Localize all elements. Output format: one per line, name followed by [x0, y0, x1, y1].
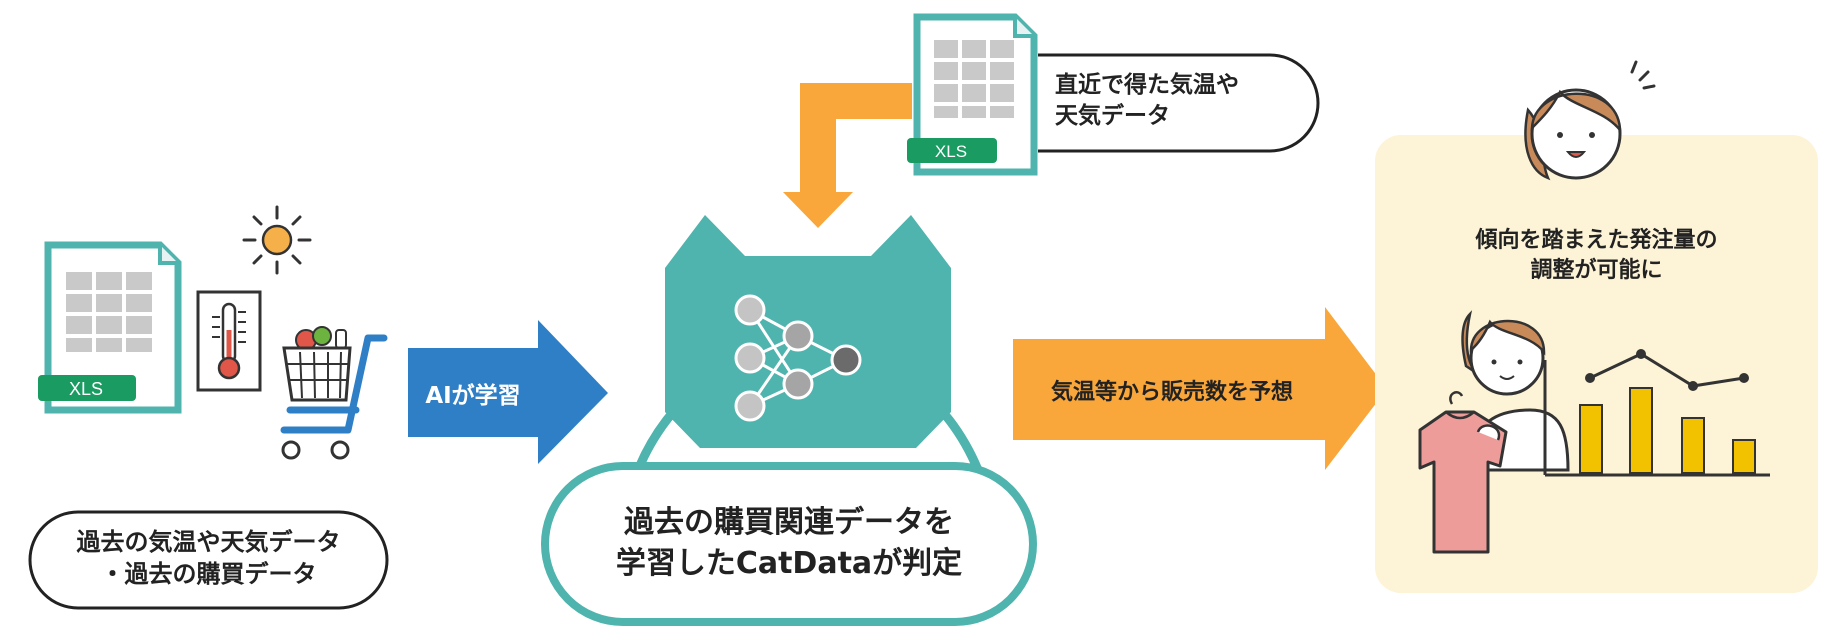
spreadsheet-icon-left	[38, 241, 182, 414]
left-caption-line1: 過去の気温や天気データ	[76, 528, 341, 556]
right-caption-line1: 傾向を踏まえた発注量の	[1475, 228, 1718, 253]
left-caption-line2: ・過去の購買データ	[100, 560, 317, 589]
xls-label-left: XLS	[69, 379, 103, 399]
center-caption-line2: 学習したCatDataが判定	[615, 545, 963, 581]
top-caption-line2: 天気データ	[1055, 103, 1170, 130]
neural-network-icon	[734, 294, 862, 422]
person-icon	[1524, 60, 1656, 181]
spreadsheet-icon-top	[907, 13, 1038, 176]
ai-learning-arrow	[408, 320, 608, 464]
right-caption-line2: 調整が可能に	[1530, 257, 1663, 283]
top-caption-line1: 直近で得た気温や	[1055, 72, 1239, 98]
prediction-arrow	[1013, 307, 1387, 470]
sun-icon	[242, 205, 312, 275]
left-caption: 過去の気温や天気データ ・過去の購買データ	[40, 526, 377, 591]
prediction-label: 気温等から販売数を予想	[1050, 380, 1293, 405]
top-caption-bubble	[1038, 53, 1320, 153]
shopping-cart-icon	[280, 326, 388, 460]
bar-chart-icon	[1543, 349, 1770, 477]
shirt-icon	[1418, 391, 1508, 554]
right-caption: 傾向を踏まえた発注量の 調整が可能に	[1395, 226, 1798, 285]
center-caption-bubble	[541, 462, 1037, 626]
thermometer-icon	[196, 290, 262, 392]
left-caption-bubble	[28, 510, 389, 610]
hand	[1476, 424, 1501, 441]
recent-data-arrow	[783, 83, 912, 228]
top-caption: 直近で得た気温や 天気データ	[1055, 70, 1285, 132]
center-caption: 過去の購買関連データを 学習したCatDataが判定	[555, 503, 1023, 584]
center-caption-line1: 過去の購買関連データを	[624, 505, 954, 540]
ai-learning-label: AIが学習	[425, 383, 521, 409]
xls-label-top: XLS	[935, 142, 967, 161]
